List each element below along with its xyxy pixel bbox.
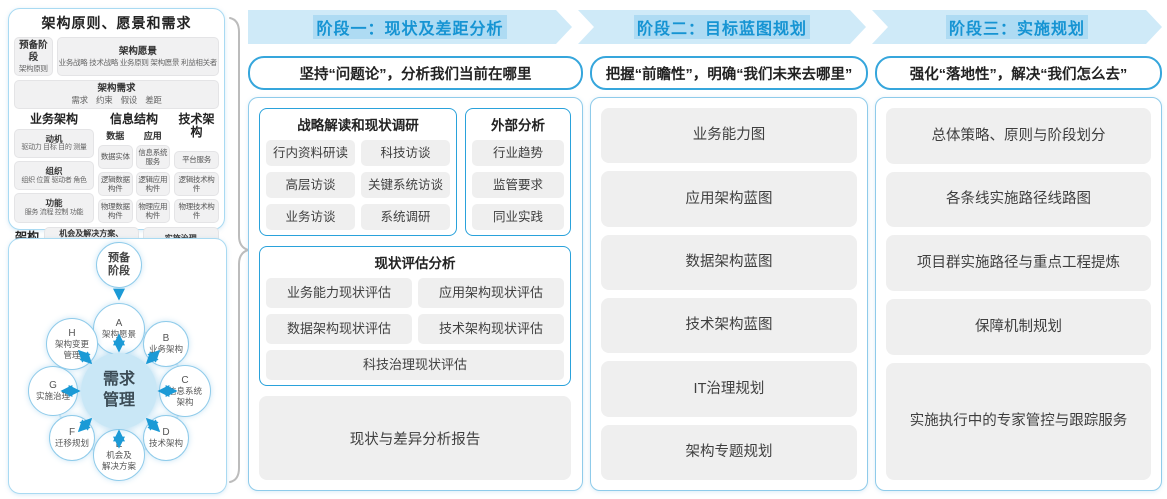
framework-panel: 架构原则、愿景和需求 预备阶段 架构原则 架构愿景 业务战略 技术战略 业务原则… (8, 8, 225, 261)
technology-architecture-title: 技术架构 (178, 111, 215, 139)
strategy-item: 科技访谈 (361, 140, 450, 166)
phase3-item: 保障机制规划 (886, 299, 1151, 355)
architecture-requirements-sub: 需求 约束 假设 差距 (71, 95, 162, 105)
phase2-header-label: 阶段二：目标蓝图规划 (634, 15, 810, 39)
data-label: 数据 (106, 130, 125, 141)
organization-title: 组织 (45, 166, 63, 177)
logical-app-box: 逻辑应用构件 (135, 171, 170, 196)
strategy-research-box: 战略解读和现状调研 行内资料研读 科技访谈 高层访谈 关键系统访谈 业务访谈 系… (259, 108, 457, 236)
phase2-item: IT治理规划 (601, 361, 857, 417)
external-item: 同业实践 (472, 204, 564, 230)
application-subcolumn: 应用 信息系统服务 逻辑应用构件 物理应用构件 (135, 129, 170, 223)
strategy-item: 业务访谈 (266, 204, 355, 230)
function-title: 功能 (45, 198, 63, 209)
logical-data-box: 逻辑数据构件 (98, 171, 133, 196)
phase3-item: 各条线实施路径线路图 (886, 171, 1151, 228)
physical-data-box: 物理数据构件 (98, 198, 133, 223)
strategy-item: 关键系统访谈 (361, 172, 450, 198)
organization-sub: 组织 位置 驱动者 角色 (21, 176, 87, 184)
external-analysis-title: 外部分析 (491, 118, 545, 133)
business-architecture-title: 业务架构 (29, 111, 78, 126)
phase3-subtitle: 强化“落地性”，解决“我们怎么去” (875, 56, 1162, 90)
info-system-service-box: 信息系统服务 (135, 144, 170, 169)
phase1-container: 战略解读和现状调研 行内资料研读 科技访谈 高层访谈 关键系统访谈 业务访谈 系… (248, 97, 583, 491)
phase3-header: 阶段三：实施规划 (872, 10, 1162, 44)
prep-phase-box: 预备阶段 架构原则 (14, 37, 53, 77)
platform-service-box: 平台服务 (174, 151, 219, 169)
framework-title: 架构原则、愿景和需求 (41, 15, 192, 31)
information-structure-column: 信息结构 数据 数据实体 逻辑数据构件 物理数据构件 应用 信息系统服务 逻辑应… (98, 111, 170, 223)
assessment-analysis-box: 现状评估分析 业务能力现状评估 应用架构现状评估 数据架构现状评估 技术架构现状… (259, 246, 571, 386)
external-item: 行业趋势 (472, 140, 564, 166)
external-analysis-box: 外部分析 行业趋势 监管要求 同业实践 (465, 108, 571, 236)
phase2-item: 架构专题规划 (601, 424, 857, 480)
phase3-container: 总体策略、原则与阶段划分 各条线实施路径线路图 项目群实施路径与重点工程提炼 保… (875, 97, 1162, 491)
phase1-header-label: 阶段一：现状及差距分析 (313, 15, 506, 39)
architecture-vision-box: 架构愿景 业务战略 技术战略 业务原则 架构愿景 利益相关者 (56, 37, 219, 77)
phase1-subtitle: 坚持“问题论”，分析我们当前在哪里 (248, 56, 583, 90)
phase3-item: 实施执行中的专家管控与跟踪服务 (886, 362, 1151, 480)
function-box: 功能 服务 流程 控制 功能 (14, 193, 94, 223)
phase3-item: 项目群实施路径与重点工程提炼 (886, 235, 1151, 292)
gap-analysis-report-box: 现状与差异分析报告 (259, 396, 571, 480)
assessment-item: 数据架构现状评估 (266, 314, 412, 344)
strategy-item: 系统调研 (361, 204, 450, 230)
prep-phase-sub: 架构原则 (18, 63, 48, 73)
phase2-header: 阶段二：目标蓝图规划 (578, 10, 866, 44)
phase2-item: 技术架构蓝图 (601, 297, 857, 354)
organization-box: 组织 组织 位置 驱动者 角色 (14, 161, 94, 191)
application-label: 应用 (143, 130, 162, 141)
architecture-vision-title: 架构愿景 (118, 45, 157, 57)
motivation-box: 动机 驱动力 目标 目的 测量 (14, 128, 94, 159)
phase2-item: 业务能力图 (601, 108, 857, 164)
strategy-item: 高层访谈 (266, 172, 355, 198)
data-entity-box: 数据实体 (98, 144, 133, 169)
data-subcolumn: 数据 数据实体 逻辑数据构件 物理数据构件 (98, 129, 133, 223)
strategy-research-title: 战略解读和现状调研 (297, 118, 419, 133)
information-subcolumns: 数据 数据实体 逻辑数据构件 物理数据构件 应用 信息系统服务 逻辑应用构件 物… (98, 129, 170, 223)
phase1-header: 阶段一：现状及差距分析 (248, 10, 572, 44)
phase2-item: 应用架构蓝图 (601, 171, 857, 227)
phase2-container: 业务能力图 应用架构蓝图 数据架构蓝图 技术架构蓝图 IT治理规划 架构专题规划 (590, 97, 868, 491)
architecture-requirements-title: 架构需求 (97, 83, 136, 95)
technology-architecture-column: 技术架构 平台服务 逻辑技术构件 物理技术构件 (174, 111, 219, 223)
adm-center-requirements-management: 需求 管理 (81, 353, 157, 429)
phase3-header-label: 阶段三：实施规划 (946, 15, 1088, 39)
framework-row-vision: 预备阶段 架构原则 架构愿景 业务战略 技术战略 业务原则 架构愿景 利益相关者 (14, 37, 219, 77)
function-sub: 服务 流程 控制 功能 (24, 209, 84, 217)
adm-node-preliminary: 预备 阶段 (96, 242, 142, 288)
prep-phase-title: 预备阶段 (19, 40, 48, 63)
framework-domains-row: 业务架构 动机 驱动力 目标 目的 测量 组织 组织 位置 驱动者 角色 功能 … (14, 111, 219, 223)
strategy-item: 行内资料研读 (266, 140, 355, 166)
assessment-item: 技术架构现状评估 (418, 314, 564, 344)
information-structure-title: 信息结构 (109, 111, 158, 126)
assessment-item: 业务能力现状评估 (266, 278, 412, 308)
external-item: 监管要求 (472, 172, 564, 198)
logical-tech-box: 逻辑技术构件 (174, 171, 219, 196)
assessment-analysis-title: 现状评估分析 (374, 256, 456, 271)
physical-tech-box: 物理技术构件 (174, 198, 219, 223)
assessment-item: 科技治理现状评估 (266, 350, 564, 380)
architecture-requirements-box: 架构需求 需求 约束 假设 差距 (14, 80, 219, 109)
phase2-item: 数据架构蓝图 (601, 234, 857, 290)
phase2-subtitle: 把握“前瞻性”，明确“我们未来去哪里” (590, 56, 868, 90)
phase3-item: 总体策略、原则与阶段划分 (886, 108, 1151, 164)
business-architecture-column: 业务架构 动机 驱动力 目标 目的 测量 组织 组织 位置 驱动者 角色 功能 … (14, 111, 94, 223)
architecture-vision-sub: 业务战略 技术战略 业务原则 架构愿景 利益相关者 (58, 57, 218, 67)
motivation-sub: 驱动力 目标 目的 测量 (21, 144, 87, 152)
physical-app-box: 物理应用构件 (135, 198, 170, 223)
assessment-item: 应用架构现状评估 (418, 278, 564, 308)
motivation-title: 动机 (45, 133, 63, 144)
